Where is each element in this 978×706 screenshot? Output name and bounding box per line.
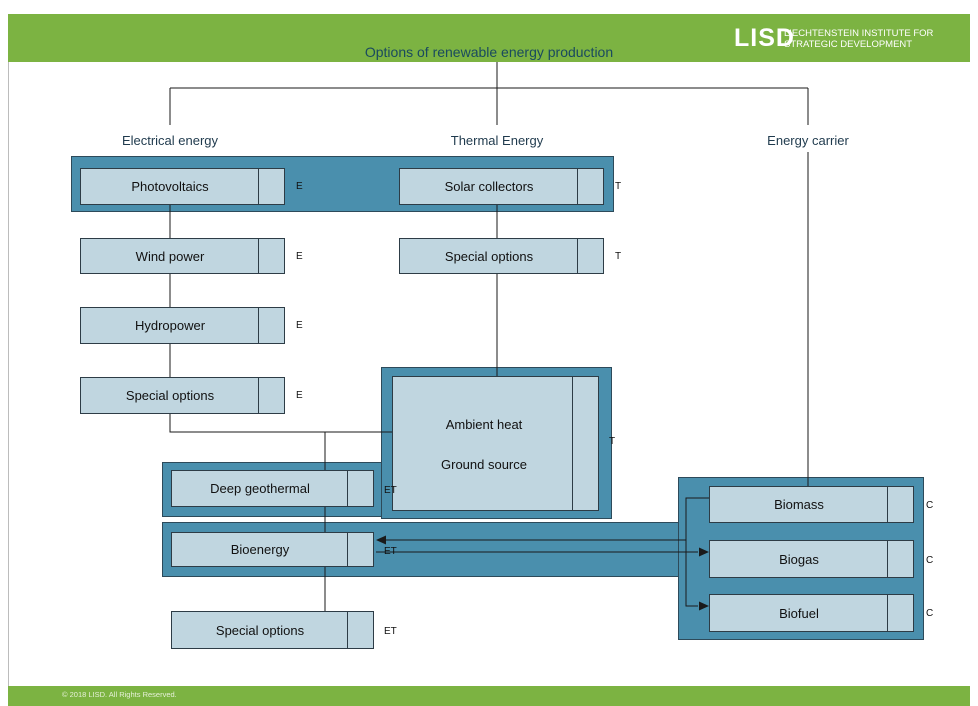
logo-line-1: LIECHTENSTEIN INSTITUTE FOR — [784, 28, 934, 39]
left-rule — [8, 62, 9, 686]
node-label: Biomass — [774, 497, 824, 512]
tag-biomass: C — [926, 500, 934, 511]
diagram-title: Options of renewable energy production — [364, 44, 614, 60]
node-biogas: Biogas — [709, 540, 914, 578]
node-label: Deep geothermal — [210, 481, 310, 496]
tag-biogas: C — [926, 555, 934, 566]
node-hydropower: Hydropower — [80, 307, 285, 344]
header-bar — [8, 14, 970, 62]
tag-special-et: ET — [384, 626, 397, 637]
logo-text: LIECHTENSTEIN INSTITUTE FOR STRATEGIC DE… — [784, 28, 974, 50]
logo-mark: LISD — [734, 24, 795, 52]
heading-thermal: Thermal Energy — [450, 133, 544, 148]
node-cell — [887, 487, 913, 522]
node-special-options-t: Special options — [399, 238, 604, 274]
node-label: Solar collectors — [444, 179, 534, 194]
node-solar-collectors: Solar collectors — [399, 168, 604, 205]
heading-carrier: Energy carrier — [767, 133, 849, 148]
node-label: Special options — [215, 622, 305, 638]
node-special-options-e: Special options — [80, 377, 285, 414]
node-cell — [347, 612, 373, 648]
tag-biofuel: C — [926, 608, 934, 619]
node-label-ground: Ground source — [441, 457, 527, 472]
tag-deep-geothermal: ET — [384, 485, 397, 496]
node-bioenergy: Bioenergy — [171, 532, 374, 567]
node-cell — [347, 471, 373, 506]
node-cell — [258, 169, 284, 204]
node-special-options-et: Special options — [171, 611, 374, 649]
node-biomass: Biomass — [709, 486, 914, 523]
tag-bioenergy: ET — [384, 546, 397, 557]
node-label: Hydropower — [134, 318, 206, 333]
tag-solar-collectors: T — [615, 181, 622, 192]
node-cell — [887, 595, 913, 631]
node-label: Biogas — [779, 551, 819, 567]
node-ambient-heat: Ambient heat Ground source — [392, 376, 599, 511]
node-cell — [577, 239, 603, 273]
node-photovoltaics: Photovoltaics — [80, 168, 285, 205]
node-label: Special options — [125, 388, 215, 403]
tag-special-t: T — [615, 251, 622, 262]
heading-electrical: Electrical energy — [121, 133, 219, 148]
node-label: Biofuel — [779, 605, 819, 621]
tag-photovoltaics: E — [296, 181, 303, 192]
node-cell — [347, 533, 373, 566]
node-deep-geothermal: Deep geothermal — [171, 470, 374, 507]
node-cell — [258, 308, 284, 343]
node-cell — [258, 378, 284, 413]
node-cell — [577, 169, 603, 204]
node-biofuel: Biofuel — [709, 594, 914, 632]
node-label-ambient: Ambient heat — [445, 417, 523, 432]
node-label: Bioenergy — [230, 542, 290, 557]
logo-line-2: STRATEGIC DEVELOPMENT — [784, 39, 913, 50]
tag-hydropower: E — [296, 320, 303, 331]
node-cell — [887, 541, 913, 577]
node-label: Photovoltaics — [131, 179, 209, 194]
node-wind-power: Wind power — [80, 238, 285, 274]
copyright-text: © 2018 LISD. All Rights Reserved. — [62, 690, 177, 699]
tag-special-e: E — [296, 390, 303, 401]
node-label: Wind power — [135, 248, 205, 264]
node-label: Special options — [444, 248, 534, 264]
tag-wind-power: E — [296, 251, 303, 262]
node-cell — [258, 239, 284, 273]
tag-ambient: T — [609, 436, 616, 447]
node-cell — [572, 377, 598, 510]
footer-bar: © 2018 LISD. All Rights Reserved. — [8, 686, 970, 706]
